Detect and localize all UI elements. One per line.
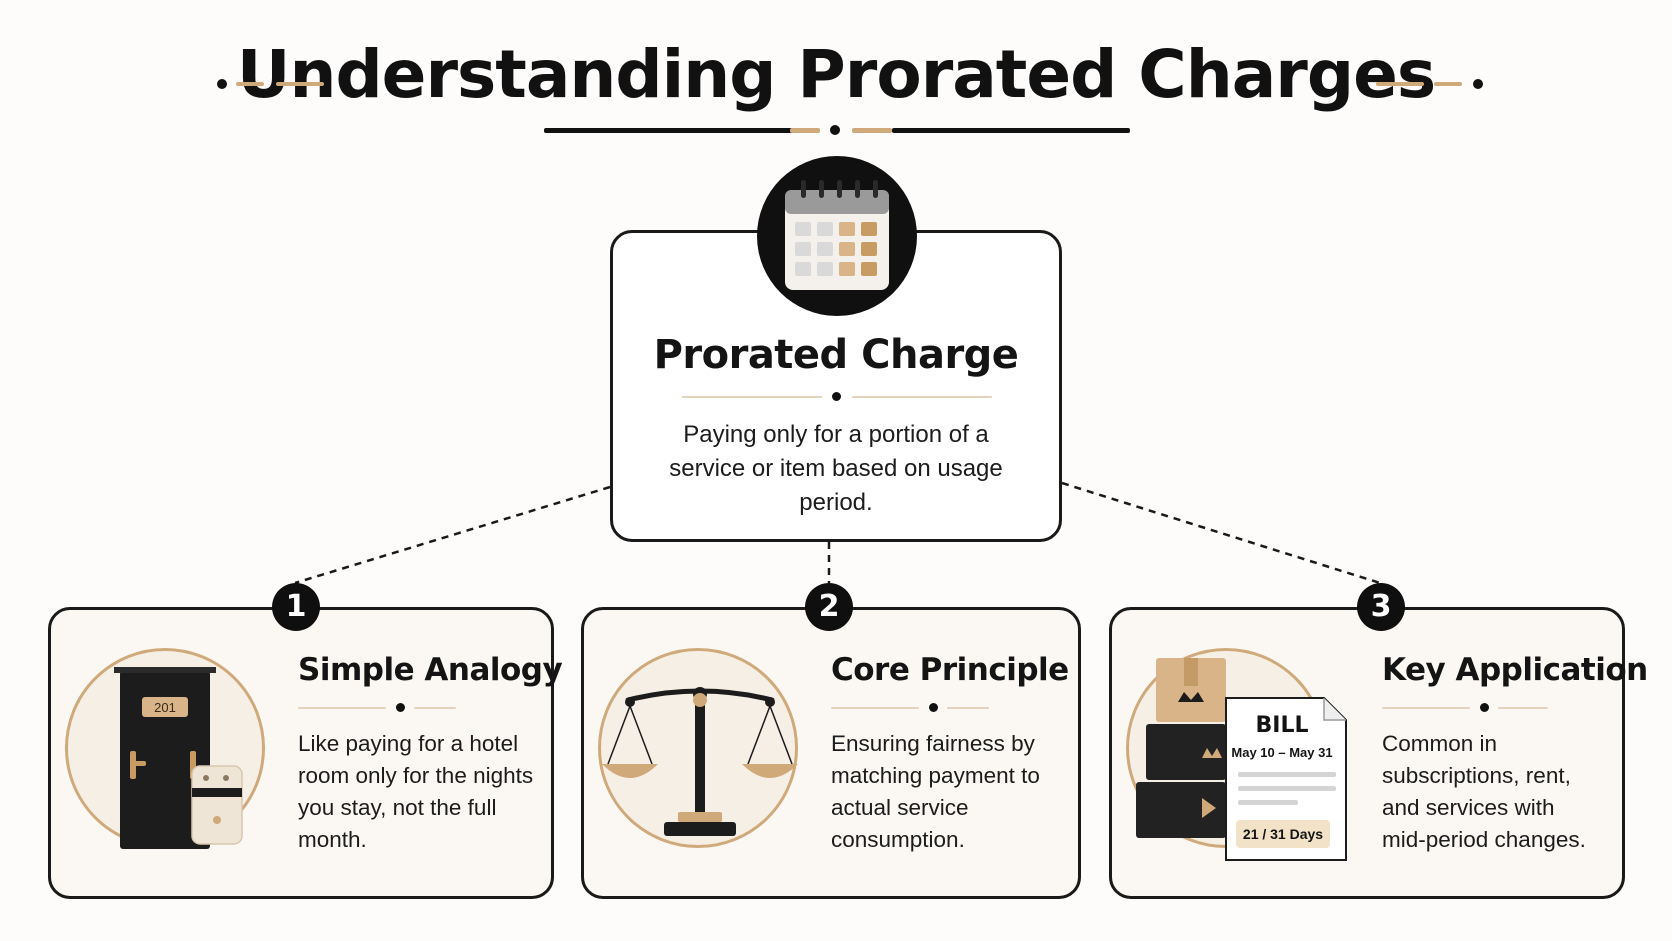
card-3-title: Key Application [1382,652,1648,688]
key-card-icon [191,765,243,845]
center-divider-left [682,396,822,398]
calendar-icon [785,180,889,290]
center-title: Prorated Charge [653,332,1019,378]
card-3-divider-dot [1480,703,1489,712]
title-underline-dot [830,125,840,135]
card-2-title: Core Principle [831,652,1069,688]
balance-scale-icon [602,687,798,836]
card-2-divider-left [831,707,919,709]
card-2-divider-right [947,707,989,709]
title-underline-gold-right [852,128,892,133]
card-1-description: Like paying for a hotel room only for th… [298,731,534,852]
title-deco-dot-right [1473,79,1483,89]
center-divider-right [852,396,992,398]
title-deco-line-right-long [1376,82,1424,86]
hotel-door-icon: 201 [114,667,216,849]
card-2-divider-dot [929,703,938,712]
title-deco-line-left-long [276,82,324,86]
title-underline-left [544,128,814,133]
card-3-divider-left [1382,707,1470,709]
card-3-divider-right [1498,707,1548,709]
card-1-divider-left [298,707,386,709]
card-3-description: Common in subscriptions, rent, and servi… [1382,731,1586,852]
room-number-label: 201 [154,700,176,715]
card-1-number-badge: 1 [272,583,320,631]
center-card [610,230,1062,542]
bill-dates: May 10 – May 31 [1231,745,1332,760]
card-1-divider-right [414,707,456,709]
center-divider-dot [832,392,841,401]
title-underline-right [892,128,1130,133]
card-1-divider-dot [396,703,405,712]
title-deco-dot-left [217,79,227,89]
card-1-title: Simple Analogy [298,652,563,688]
card-2-description: Ensuring fairness by matching payment to… [831,731,1040,852]
bill-days: 21 / 31 Days [1243,826,1323,842]
title-deco-line-left-short [236,82,264,86]
center-description: Paying only for a portion of a service o… [669,421,1003,516]
card-2-number-badge: 2 [805,583,853,631]
boxes-icon [1136,658,1226,838]
connector-line-1 [294,485,611,585]
calendar-icon-circle [757,156,917,316]
title-deco-line-right-short [1434,82,1462,86]
connector-line-3 [1061,481,1381,585]
bill-icon: BILL May 10 – May 31 21 / 31 Days [1225,697,1347,861]
title-underline-gold-left [790,128,820,133]
card-3-number-badge: 3 [1357,583,1405,631]
bill-heading: BILL [1256,713,1309,738]
page-title: Understanding Prorated Charges [236,36,1436,113]
